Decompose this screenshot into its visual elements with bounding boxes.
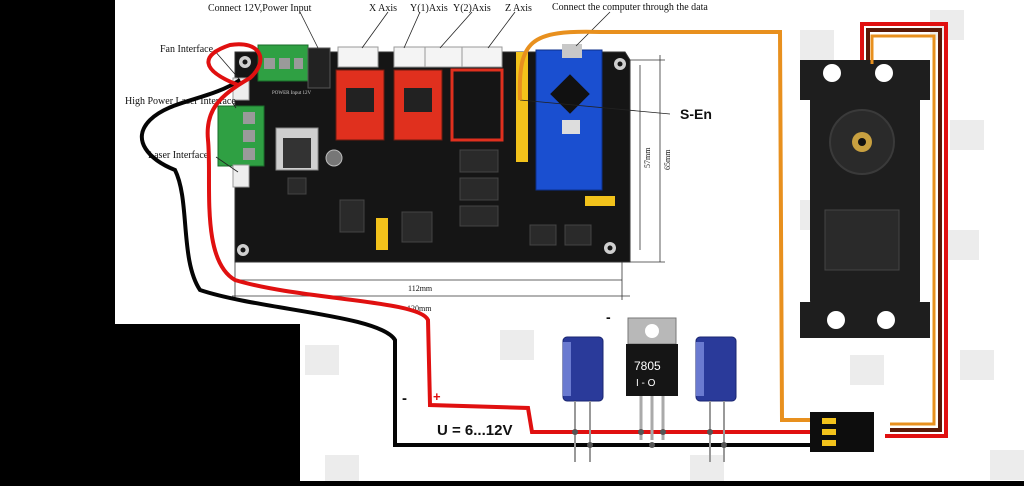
servo-orange-wire	[870, 34, 936, 426]
motor-headers	[337, 46, 503, 68]
label-x-axis: X Axis	[369, 3, 397, 14]
label-s-en: S-En	[680, 106, 712, 122]
servo-motor	[800, 60, 930, 338]
onboard-capacitor	[325, 149, 343, 167]
stepper-drivers	[335, 68, 504, 142]
plus-sign: +	[433, 389, 441, 404]
capacitor-right	[695, 336, 737, 462]
label-y2-axis: Y(2)Axis	[453, 3, 491, 14]
label-computer: Connect the computer through the data	[552, 2, 708, 13]
power-silk: POWER Input 12V	[272, 91, 312, 96]
junction-dots	[572, 429, 727, 448]
label-laser: Laser Interface	[148, 150, 209, 161]
label-fan: Fan Interface	[160, 44, 214, 55]
regulator-pins: I - O	[636, 378, 656, 389]
dc-jack	[307, 47, 331, 89]
label-y1-axis: Y(1)Axis	[410, 3, 448, 14]
arduino-nano	[535, 44, 615, 206]
servo-red-wire	[860, 22, 948, 438]
pcb-board: POWER Input 12V	[217, 44, 631, 263]
dim-57mm: 57mm	[643, 147, 652, 168]
power-terminal	[257, 44, 309, 82]
small-components	[287, 149, 592, 246]
capacitor-left	[562, 336, 604, 462]
dim-112mm: 112mm	[408, 284, 433, 293]
voltage-label: U = 6...12V	[437, 422, 512, 439]
positive-wire	[205, 42, 815, 434]
servo-connector	[810, 412, 874, 452]
minus-sign: -	[402, 390, 407, 407]
regulator-label: 7805	[634, 359, 661, 373]
label-power-input: Connect 12V,Power Input	[208, 3, 312, 14]
dim-65mm: 65mm	[663, 149, 672, 170]
dim-120mm: 120mm	[407, 304, 432, 313]
high-power-laser-terminal	[217, 105, 265, 167]
voltage-regulator	[626, 317, 678, 440]
ground-wire	[139, 78, 815, 447]
servo-brown-wire	[866, 28, 942, 432]
laser-connector	[232, 164, 250, 188]
label-z-axis: Z Axis	[505, 3, 532, 14]
signal-wire	[517, 29, 812, 422]
minus-sign-top: -	[606, 309, 611, 325]
leader-lines	[213, 11, 671, 173]
